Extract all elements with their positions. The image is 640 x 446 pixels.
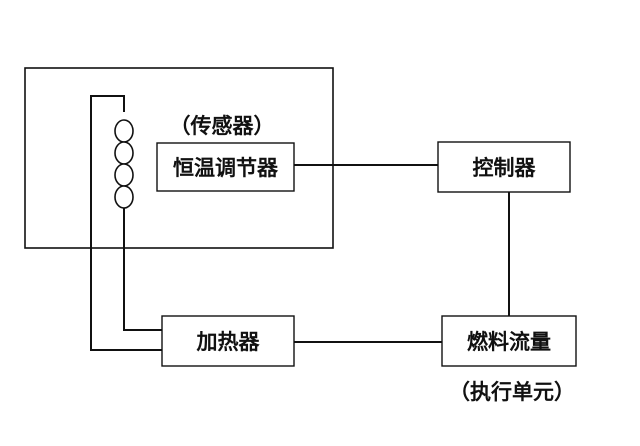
thermostat-box: 恒温调节器 (156, 142, 295, 192)
heater-label: 加热器 (196, 330, 261, 354)
sensor-label: （传感器） (170, 114, 275, 138)
thermostat-label: 恒温调节器 (173, 156, 279, 180)
heater-box: 加热器 (161, 315, 295, 367)
fuel-flow-label: 燃料流量 (467, 330, 551, 354)
actuator-label: （执行单元） (449, 380, 575, 404)
wire-coil-inner (123, 207, 162, 331)
controller-box: 控制器 (437, 141, 571, 193)
controller-label: 控制器 (473, 156, 537, 180)
sensor-coil-icon (114, 119, 134, 209)
connection-wires (90, 95, 510, 351)
enclosure-box (24, 67, 334, 249)
wire-coil-outer (90, 95, 162, 351)
fuel-flow-box: 燃料流量 (441, 315, 577, 367)
